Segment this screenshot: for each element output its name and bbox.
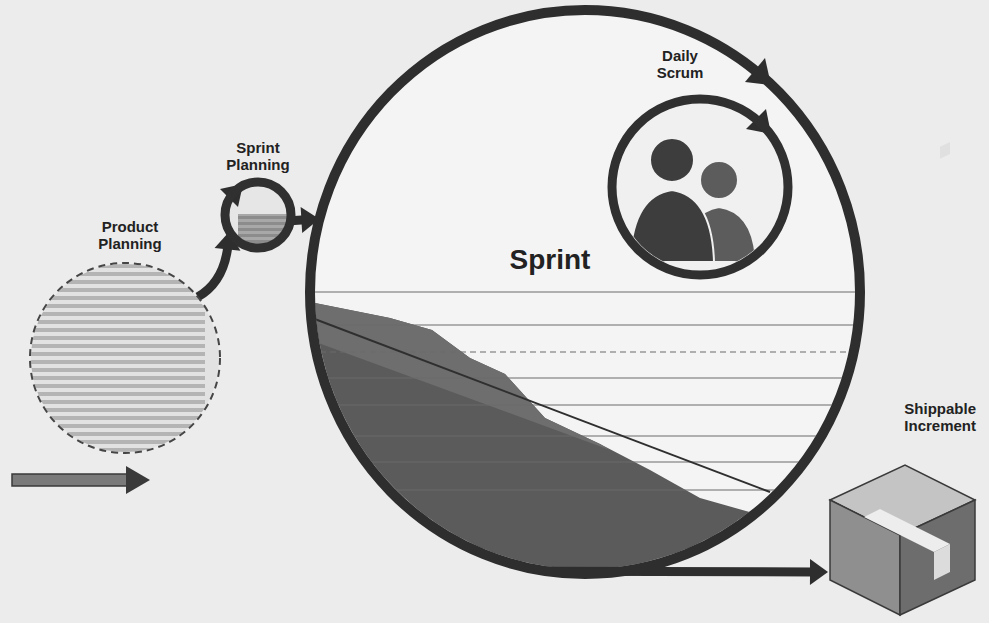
sprint-title: Sprint [510, 244, 591, 276]
box-tape [864, 509, 950, 552]
people-icon [630, 138, 756, 262]
node-outline [612, 99, 788, 275]
node-outline [30, 263, 220, 453]
label-holder: Sprint [505, 244, 595, 276]
grid-line [300, 435, 870, 436]
phase-label: Sprint Planning [221, 139, 296, 173]
outline-ring [310, 10, 860, 574]
increment-box: Shippable Increment [828, 395, 980, 617]
trend-line [312, 318, 770, 492]
outline-ring [612, 99, 788, 275]
entry-arrow [12, 466, 150, 494]
grid-line [300, 377, 870, 378]
person-head [700, 161, 738, 199]
burndown-area [310, 302, 870, 610]
grid-line [300, 404, 870, 405]
backlog-stripes-fill [30, 263, 205, 453]
phase-label: Daily Scrum [645, 47, 715, 81]
grid-line [300, 461, 870, 462]
node-outline [310, 10, 860, 574]
sprint-cycle: Sprint Daily Scrum [310, 10, 860, 574]
label-holder: Sprint Planning [221, 139, 296, 174]
arrow-head [810, 559, 828, 585]
daily-loop: Daily Scrum [612, 99, 788, 275]
outline-ring [225, 182, 291, 248]
grid-line [300, 351, 870, 352]
person-head [650, 138, 694, 182]
grid-lines [300, 292, 870, 490]
grid-line [300, 291, 870, 292]
box-tape [934, 544, 950, 580]
label-holder: Product Planning [90, 218, 170, 253]
label-holder: Shippable Increment [876, 400, 976, 435]
entry-arrow-head [126, 466, 150, 494]
burndown-shade [310, 302, 610, 450]
backlog-circle: Product Planning [30, 263, 220, 453]
connector-line [198, 245, 228, 297]
entry-arrow-shaft [12, 474, 130, 486]
outline-ring [30, 263, 220, 453]
box-right [900, 500, 975, 615]
backlog-ground [31, 264, 219, 452]
grid-line [300, 324, 870, 325]
label-holder: Daily Scrum [645, 47, 715, 82]
planning-loop: Sprint Planning [225, 182, 291, 248]
box-label [940, 142, 950, 159]
node-outline [225, 182, 291, 248]
output-label: Shippable Increment [876, 400, 976, 434]
phase-label: Product Planning [90, 218, 170, 252]
daily-ground [616, 103, 784, 271]
burndown-chart [300, 292, 870, 610]
backlog-stripes [30, 263, 205, 453]
